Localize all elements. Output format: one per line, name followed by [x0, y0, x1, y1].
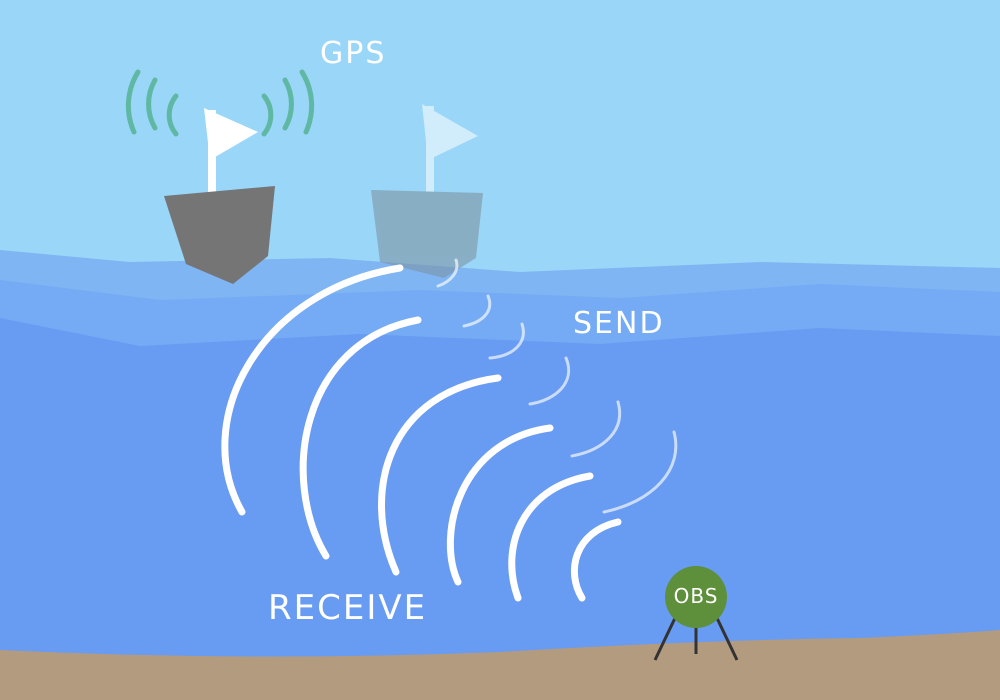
send-wave	[602, 430, 678, 514]
obs-label: OBS	[673, 584, 719, 608]
ship-icon	[371, 104, 483, 278]
send-wave	[436, 258, 459, 288]
send-wave	[528, 356, 570, 406]
receive-wave	[299, 316, 422, 560]
receive-wave	[378, 374, 502, 576]
flag-icon	[422, 104, 478, 160]
obs-leg	[714, 615, 739, 661]
seafloor	[0, 630, 1000, 700]
gps-label: GPS	[320, 36, 387, 71]
ship-icon	[164, 108, 275, 284]
receive-wave	[571, 518, 622, 602]
gps-signal-icon	[125, 69, 315, 137]
ocean-bottom-seismometer-icon	[653, 566, 739, 661]
receive-waves	[221, 264, 622, 602]
receive-wave	[221, 264, 404, 516]
ship-hull	[164, 186, 275, 284]
send-label: SEND	[573, 306, 665, 341]
receive-wave	[446, 424, 554, 586]
ship-hull	[371, 190, 483, 278]
send-wave	[462, 294, 492, 328]
receive-label: RECEIVE	[268, 588, 428, 628]
send-waves	[436, 258, 678, 514]
send-wave	[570, 400, 622, 458]
send-wave	[488, 322, 525, 360]
obs-body	[665, 566, 727, 628]
flag-icon	[204, 108, 258, 160]
receive-wave	[508, 472, 594, 602]
obs-leg	[653, 615, 678, 661]
water-deep-layer	[0, 318, 1000, 700]
